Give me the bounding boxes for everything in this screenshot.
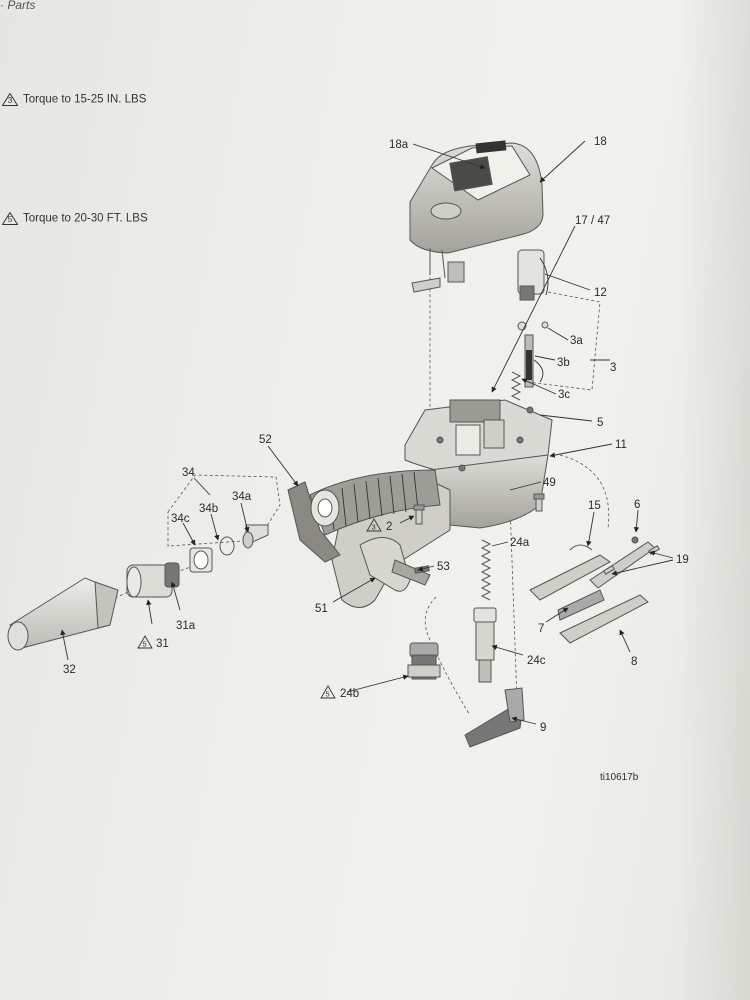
leader-line xyxy=(346,674,409,693)
warning-triangle-icon: 5 xyxy=(2,212,18,225)
warning-triangle-icon xyxy=(320,685,336,699)
warning-triangle-icon xyxy=(137,635,153,649)
callout-2: 2 xyxy=(386,521,392,533)
callout-31a: 31a xyxy=(176,620,196,632)
callout-7: 7 xyxy=(538,623,544,635)
leader-line xyxy=(399,515,415,524)
note-marker: 3 xyxy=(7,96,13,105)
cover-part xyxy=(409,140,544,293)
leader-line xyxy=(170,581,181,611)
leader-line xyxy=(547,327,569,341)
callout-17-47: 17 / 47 xyxy=(575,215,610,227)
leader-line xyxy=(332,577,376,603)
leader-line xyxy=(240,502,250,533)
sensor-part xyxy=(517,249,549,301)
leader-line xyxy=(509,481,542,491)
callout-34a: 34a xyxy=(232,491,252,503)
torque-note-1: 3 Torque to 15-25 IN. LBS xyxy=(2,93,146,106)
nozzle-31-part xyxy=(126,562,180,598)
warning-triangle-icon: 3 xyxy=(2,93,18,106)
torque-note-2: 5 Torque to 20-30 FT. LBS xyxy=(2,212,148,225)
leader-line xyxy=(521,378,557,395)
callout-3b: 3b xyxy=(557,357,570,369)
callout-6: 6 xyxy=(634,499,640,511)
guide-line xyxy=(509,504,518,701)
callout-24c: 24c xyxy=(527,655,546,667)
callout-49: 49 xyxy=(543,477,556,489)
callout-18a: 18a xyxy=(389,139,409,151)
callout-31-torque-marker: 5 xyxy=(143,640,147,649)
leader-line xyxy=(539,140,586,183)
leader-line xyxy=(534,355,556,361)
leader-line xyxy=(549,443,613,458)
leader-line xyxy=(60,629,69,661)
callout-5: 5 xyxy=(597,417,603,429)
nozzle-parts xyxy=(189,524,269,573)
leader-line xyxy=(649,550,674,559)
leader-line xyxy=(511,716,537,725)
callout-51: 51 xyxy=(315,603,328,615)
lever-parts xyxy=(529,536,661,644)
callout-24b-torque-marker: 5 xyxy=(326,690,330,699)
leader-line xyxy=(417,565,435,572)
callout-52: 52 xyxy=(259,434,272,446)
callout-24b: 24b xyxy=(340,688,359,700)
leader-line xyxy=(611,559,674,576)
note-text: Torque to 20-30 FT. LBS xyxy=(23,212,148,225)
leader-line xyxy=(633,509,640,533)
callout-31: 31 xyxy=(156,638,169,650)
leader-line xyxy=(491,644,524,656)
callout-24a: 24a xyxy=(510,537,530,549)
valve-24c-part xyxy=(473,607,497,683)
spring-24a-part xyxy=(480,539,492,601)
callout-34: 34 xyxy=(182,467,195,479)
leader-line xyxy=(146,599,153,625)
leader-line xyxy=(491,541,509,547)
section-title: Parts xyxy=(7,0,36,12)
leader-line xyxy=(586,511,595,547)
note-marker: 5 xyxy=(7,215,13,224)
handle-part xyxy=(287,469,451,608)
callout-19: 19 xyxy=(676,554,689,566)
callout-9: 9 xyxy=(540,722,546,734)
section-header: · Parts xyxy=(0,0,36,12)
callout-11: 11 xyxy=(615,439,627,451)
guide-line xyxy=(526,291,601,391)
callout-34b: 34b xyxy=(199,503,218,515)
leader-line xyxy=(182,522,196,546)
callout-3c: 3c xyxy=(558,389,570,401)
valve-seat-24b-part xyxy=(407,642,441,680)
leader-line xyxy=(210,513,220,541)
callout-32: 32 xyxy=(63,664,76,676)
callout-12: 12 xyxy=(594,287,607,299)
callout-3: 3 xyxy=(610,362,616,374)
tip-cone-part xyxy=(7,577,119,651)
guide-line xyxy=(167,474,281,547)
leader-line xyxy=(539,414,593,422)
guide-line xyxy=(559,454,610,529)
leader-line xyxy=(619,629,631,653)
leader-line xyxy=(193,477,211,496)
leader-line xyxy=(544,273,591,291)
housing-part xyxy=(404,399,553,529)
callout-18: 18 xyxy=(594,136,607,148)
leader-line xyxy=(267,445,299,487)
guide-line xyxy=(424,596,471,716)
leader-line xyxy=(491,225,576,393)
callout-34c: 34c xyxy=(171,513,190,525)
callout-53: 53 xyxy=(437,561,450,573)
leader-line xyxy=(545,607,569,623)
note-text: Torque to 15-25 IN. LBS xyxy=(23,93,147,106)
drawing-id: ti10617b xyxy=(600,772,639,783)
clip-9-part xyxy=(464,687,525,748)
leader-line xyxy=(412,143,486,170)
rod-assembly-part xyxy=(510,321,549,401)
warning-triangle-icon xyxy=(366,518,382,532)
callout-2-torque-marker: 3 xyxy=(372,523,376,532)
callout-8: 8 xyxy=(631,656,637,668)
callout-15: 15 xyxy=(588,500,601,512)
callout-3a: 3a xyxy=(570,335,583,347)
